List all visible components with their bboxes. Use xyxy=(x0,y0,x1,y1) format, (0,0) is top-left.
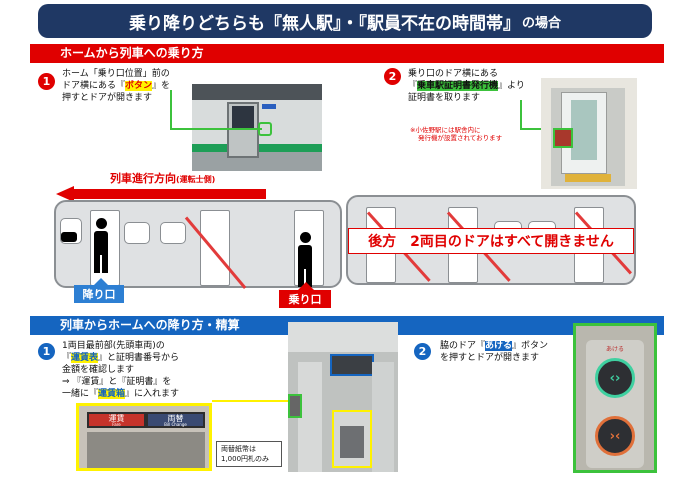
pointer-line xyxy=(170,90,172,128)
boarding-step2-note: ※小佐野駅には駅舎内に 発行機が設置されております xyxy=(410,126,503,142)
close-arrows-icon: ›‹ xyxy=(609,428,621,444)
door-button-panel-photo: あける ‹› ›‹ xyxy=(573,323,657,473)
pointer-line xyxy=(212,400,288,402)
step-2-badge: 2 xyxy=(384,68,401,85)
entry-label: 乗り口 xyxy=(279,290,331,308)
step-1-badge: 1 xyxy=(38,73,55,90)
page-title-main: 乗り降りどちらも『無人駅』・『駅員不在の時間帯』 xyxy=(128,13,520,34)
boarding-step1-text: ホーム「乗り口位置」前の ドア横にある『ボタン』を 押すとドアが開きます xyxy=(62,69,171,103)
open-door-button[interactable]: ‹› xyxy=(595,358,635,398)
pointer-line xyxy=(170,128,262,130)
close-door-button[interactable]: ›‹ xyxy=(595,416,635,456)
boarding-person-icon xyxy=(298,232,312,287)
boarding-step2-text: 乗り口のドア横にある 『乗車駅証明書発行機』より 証明書を取ります xyxy=(408,69,525,103)
pointer-line xyxy=(520,100,522,130)
train-interior-photo xyxy=(288,322,398,472)
exit-arrow xyxy=(93,278,109,286)
direction-label: 列車進行方向(運転士側) xyxy=(110,172,216,185)
exit-label: 降り口 xyxy=(74,285,124,303)
direction-arrow xyxy=(56,186,74,202)
direction-arrow-shaft xyxy=(72,189,266,199)
alighting-step1-text: 1両目最前部(先頭車両)の 『運賃表』と証明書番号から 金額を確認します ⇒ 『… xyxy=(62,341,180,399)
page-title-suffix: の場合 xyxy=(521,15,561,31)
pointer-line xyxy=(520,128,554,130)
car1-window xyxy=(124,222,150,244)
train-door-button-photo xyxy=(192,84,322,171)
page-title: 乗り降りどちらも『無人駅』・『駅員不在の時間帯』 の場合 xyxy=(38,4,652,38)
exiting-person-icon xyxy=(94,218,108,273)
alight-step-1-badge: 1 xyxy=(38,343,55,360)
changer-note: 両替紙幣は 1,000円札のみ xyxy=(216,441,282,467)
ticket-machine-photo xyxy=(541,78,637,189)
rear-car-notice: 後方 2両目のドアはすべて開きません xyxy=(348,228,634,254)
boarding-section-header: ホームから列車への乗り方 xyxy=(30,44,664,63)
alighting-step2-text: 脇のドア『あける』ボタン を押すとドアが開きます xyxy=(440,341,549,363)
open-label: あける xyxy=(605,346,624,353)
alight-step-2-badge: 2 xyxy=(414,343,431,360)
car1-window xyxy=(160,222,186,244)
car1-door xyxy=(200,210,230,286)
driver-icon xyxy=(61,232,77,242)
entry-arrow xyxy=(298,282,314,290)
open-arrows-icon: ‹› xyxy=(609,370,621,386)
